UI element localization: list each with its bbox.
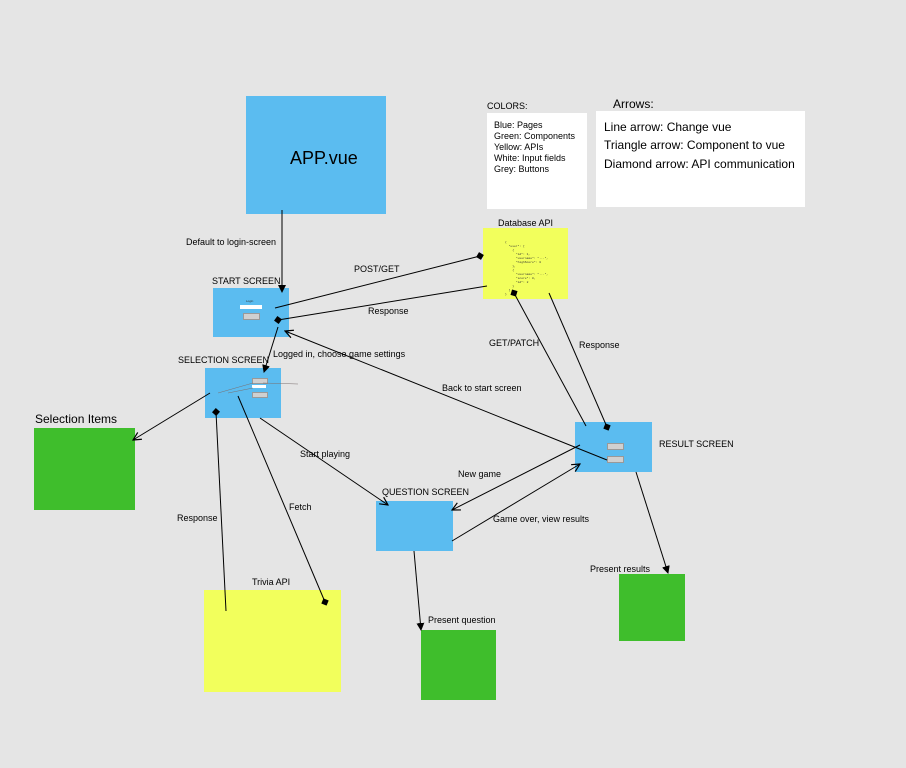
database-json-sample: { "user": [ { "id": 1, "username": "..."…: [505, 241, 549, 296]
edge-result-get-patch: [510, 289, 587, 427]
edge-result-new-game: [452, 444, 581, 510]
present-question-label: Present question: [428, 615, 496, 625]
edge-label-start-playing: Start playing: [300, 449, 351, 459]
edge-label-response-db: Response: [368, 306, 409, 316]
colors-legend-title: COLORS:: [487, 101, 528, 111]
mini-wire: [262, 382, 299, 385]
question-screen-node: [376, 501, 453, 551]
selection-items-label: Selection Items: [35, 412, 118, 426]
selection-mini-input: [252, 385, 266, 388]
trivia-api-label: Trivia API: [252, 577, 291, 587]
edge-result-to-present: [635, 471, 670, 574]
colors-legend-item: White: Input fields: [494, 153, 566, 163]
colors-legend-item: Yellow: APIs: [494, 142, 544, 152]
edge-question-to-present: [413, 550, 425, 631]
edge-selection-fetch: [237, 395, 329, 606]
edge-label-default-login: Default to login-screen: [186, 237, 277, 247]
edge-result-back-to-start: [285, 331, 608, 461]
result-screen-label: RESULT SCREEN: [659, 439, 734, 449]
edge-start-to-selection: [262, 326, 279, 373]
trivia-api-node: [204, 590, 341, 692]
database-api-node: { "user": [ { "id": 1, "username": "..."…: [483, 228, 568, 299]
colors-legend: Blue: Pages Green: Components Yellow: AP…: [487, 113, 587, 209]
edge-selection-start-playing: [259, 417, 388, 505]
edge-label-new-game: New game: [458, 469, 502, 479]
start-screen-label: START SCREEN: [212, 276, 281, 286]
start-mini-text: Login: [246, 299, 254, 303]
result-mini-button: [607, 443, 624, 450]
edge-selection-to-items: [133, 392, 211, 440]
colors-legend-item: Grey: Buttons: [494, 164, 550, 174]
selection-items-node: [34, 428, 135, 510]
colors-legend-item: Blue: Pages: [494, 120, 543, 130]
edge-label-logged-in: Logged in, choose game settings: [273, 349, 406, 359]
edge-start-post-get: [274, 252, 484, 309]
selection-mini-button: [252, 378, 268, 384]
edge-label-fetch: Fetch: [289, 502, 312, 512]
arrows-legend-item: Triangle arrow: Component to vue: [604, 138, 785, 152]
edge-db-response-start: [274, 285, 488, 324]
edge-label-game-over: Game over, view results: [493, 514, 590, 524]
start-mini-button: [243, 313, 260, 320]
arrows-legend-item: Line arrow: Change vue: [604, 120, 732, 134]
selection-mini-button: [252, 392, 268, 398]
result-screen-node: [575, 422, 652, 472]
colors-legend-item: Green: Components: [494, 131, 576, 141]
edge-label-response-result: Response: [579, 340, 620, 350]
arrows-legend: Line arrow: Change vue Triangle arrow: C…: [596, 111, 805, 207]
edge-question-to-result: [451, 464, 580, 542]
start-mini-input: [240, 305, 262, 309]
present-results-node: [619, 574, 685, 641]
mini-wire: [217, 382, 254, 394]
edge-label-get-patch: GET/PATCH: [489, 338, 540, 348]
selection-screen-label: SELECTION SCREEN: [178, 355, 270, 365]
present-results-label: Present results: [590, 564, 651, 574]
app-vue-node: APP.vue: [246, 96, 386, 214]
app-vue-label: APP.vue: [290, 148, 358, 168]
edge-db-response-result: [548, 292, 611, 431]
edge-trivia-response: [212, 408, 227, 612]
question-screen-label: QUESTION SCREEN: [382, 487, 470, 497]
edge-label-post-get: POST/GET: [354, 264, 400, 274]
present-question-node: [421, 630, 496, 700]
edge-label-back-to-start: Back to start screen: [442, 383, 522, 393]
result-mini-button: [607, 456, 624, 463]
start-screen-node: Login: [213, 288, 289, 337]
arrows-legend-item: Diamond arrow: API communication: [604, 157, 795, 171]
arrows-legend-title: Arrows:: [613, 97, 654, 111]
mini-wire: [227, 387, 254, 394]
database-api-label: Database API: [498, 218, 554, 228]
edge-label-response-trivia: Response: [177, 513, 218, 523]
